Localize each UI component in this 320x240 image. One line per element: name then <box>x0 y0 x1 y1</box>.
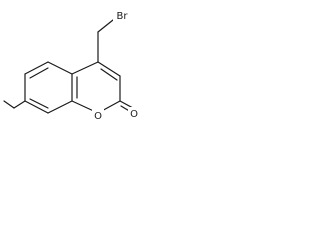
chemical-structure-diagram: Br O O <box>3 9 140 122</box>
bond-o-ch3 <box>3 100 15 109</box>
bromine-atom-label: Br <box>117 11 129 22</box>
bond-c4a-c5 <box>47 61 73 75</box>
bond-c4a-c4 <box>71 61 99 75</box>
ring-oxygen-atom-label: O <box>94 111 102 122</box>
bond-c5-c6-double <box>29 67 49 79</box>
structure-canvas: Br O O <box>0 0 150 150</box>
bond-c4-c3 <box>97 61 121 77</box>
bond-c7-o-methoxy <box>13 100 26 109</box>
bond-c2-o-carbonyl <box>119 100 134 109</box>
bond-c4-c3-double <box>100 68 118 81</box>
bond-c7-c8-double <box>29 98 49 109</box>
carbonyl-oxygen-atom-label: O <box>130 109 138 120</box>
bond-c8-c8a <box>47 100 73 114</box>
bond-c5-c6 <box>24 61 49 75</box>
bond-c7-c8 <box>24 100 49 114</box>
